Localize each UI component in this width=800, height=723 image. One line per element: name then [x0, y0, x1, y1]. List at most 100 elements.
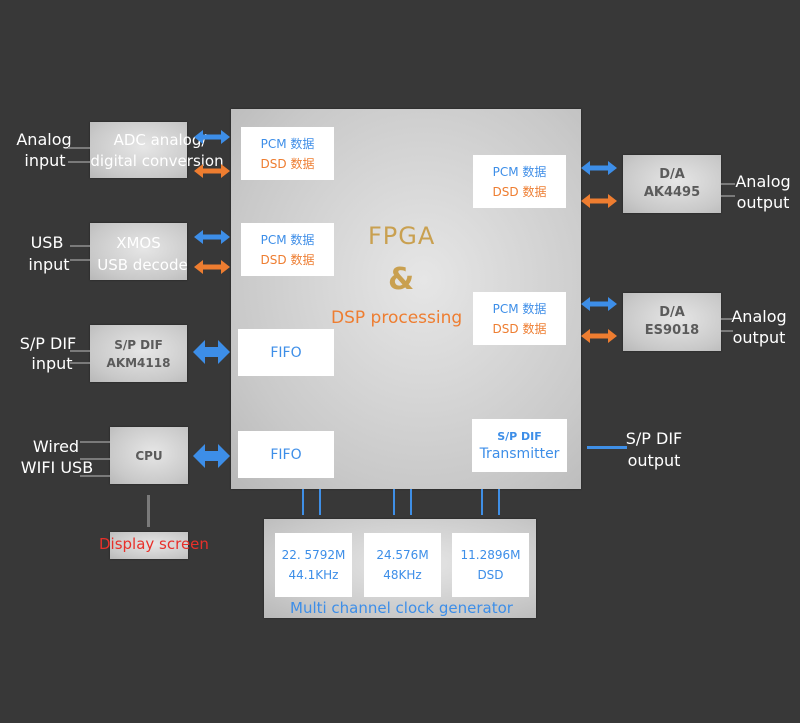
dsd-data-label: DSD 数据 — [492, 184, 547, 199]
spdif-akm4118-chip — [90, 325, 187, 382]
es9018-chip-text: D/A ES9018 — [623, 293, 721, 351]
connector-line — [721, 195, 735, 197]
analog-output-label-2: output — [736, 193, 790, 212]
fifo-label: FIFO — [270, 446, 302, 463]
cpu-chip-text: CPU — [110, 427, 188, 484]
dsd-bidirectional-arrow-icon — [581, 194, 617, 208]
connector-line — [70, 350, 90, 352]
clock-rate: 44.1KHz — [288, 568, 339, 582]
xmos-chip-line2: USB decode — [97, 256, 188, 274]
fifo-label: FIFO — [270, 344, 302, 361]
spdif-chip-text: S/P DIF AKM4118 — [90, 325, 187, 382]
connector-line — [80, 441, 110, 443]
es9018-chip-line1: D/A — [659, 305, 685, 320]
fpga-subtitle: DSP processing — [331, 308, 463, 328]
ak4495-chip-text: D/A AK4495 — [623, 155, 721, 213]
spdif-output-label-1: S/P DIF — [625, 429, 683, 448]
fpga-ampersand: & — [388, 262, 415, 297]
pcm-dsd-block-ak4495: PCM 数据 DSD 数据 — [473, 155, 566, 208]
display-screen-label: Display screen — [99, 535, 209, 553]
pcm-data-label: PCM 数据 — [492, 164, 547, 179]
adc-chip-line2: digital conversion — [90, 152, 224, 170]
display-screen-block — [110, 532, 188, 559]
clock-block-dsd: 11.2896M DSD — [452, 533, 529, 597]
clock-line — [481, 489, 483, 515]
clock-line — [410, 489, 412, 515]
clock-rate: DSD — [477, 568, 504, 582]
xmos-chip-line1: XMOS — [116, 234, 161, 252]
spdif-bidirectional-arrow-icon — [193, 340, 230, 364]
adc-chip — [90, 122, 187, 178]
analog-input-label-1: Analog — [16, 130, 72, 149]
wired-label: Wired — [32, 437, 80, 456]
clock-frequency: 22. 5792M — [281, 548, 346, 562]
clock-generator-title: Multi channel clock generator — [290, 599, 513, 617]
clock-line — [498, 489, 500, 515]
analog-input-label-2: input — [24, 151, 66, 170]
pcm-bidirectional-arrow-icon — [194, 230, 230, 244]
cpu-display-connector — [147, 495, 150, 527]
connector-line — [68, 147, 90, 149]
dsd-bidirectional-arrow-icon — [581, 329, 617, 343]
spdif-output-line — [587, 446, 627, 449]
clock-block-44k: 22. 5792M 44.1KHz — [275, 533, 352, 597]
analog-output-label-2: output — [732, 328, 786, 347]
connector-line — [70, 362, 90, 364]
xmos-chip — [90, 223, 187, 280]
connector-line — [721, 183, 735, 185]
es9018-chip — [623, 293, 721, 351]
clock-line — [302, 489, 304, 515]
pcm-data-label: PCM 数据 — [260, 232, 315, 247]
connector-line — [80, 475, 110, 477]
spdif-output-label-2: output — [627, 451, 681, 470]
spdif-transmitter-block: S/P DIF Transmitter — [472, 419, 567, 472]
analog-output-label-1: Analog — [735, 172, 791, 191]
pcm-data-label: PCM 数据 — [260, 136, 315, 151]
pcm-bidirectional-arrow-icon — [581, 161, 617, 175]
dsd-data-label: DSD 数据 — [260, 156, 315, 171]
wifi-usb-label: WIFI USB — [20, 458, 94, 477]
usb-input-label-1: USB — [30, 233, 64, 252]
pcm-dsd-block-adc: PCM 数据 DSD 数据 — [241, 127, 334, 180]
cpu-chip — [110, 427, 188, 484]
dsd-bidirectional-arrow-icon — [194, 164, 230, 178]
ak4495-chip-line1: D/A — [659, 167, 685, 182]
transmitter-line2: Transmitter — [479, 445, 560, 462]
connector-line — [721, 318, 733, 320]
clock-line — [393, 489, 395, 515]
cpu-bidirectional-arrow-icon — [193, 444, 230, 468]
ak4495-chip — [623, 155, 721, 213]
adc-chip-line1: ADC analog/ — [113, 131, 207, 149]
fifo-block-spdif: FIFO — [238, 329, 334, 376]
pcm-dsd-block-es9018: PCM 数据 DSD 数据 — [473, 292, 566, 345]
analog-output-label-1: Analog — [731, 307, 787, 326]
connector-line — [70, 245, 90, 247]
connector-line — [68, 161, 90, 163]
clock-block-48k: 24.576M 48KHz — [364, 533, 441, 597]
connector-line — [70, 259, 90, 261]
clock-rate: 48KHz — [383, 568, 422, 582]
pcm-dsd-block-usb: PCM 数据 DSD 数据 — [241, 223, 334, 276]
spdif-chip-line2: AKM4118 — [106, 355, 171, 370]
usb-input-label-2: input — [28, 255, 70, 274]
pcm-bidirectional-arrow-icon — [194, 130, 230, 144]
fifo-block-cpu: FIFO — [238, 431, 334, 478]
clock-frequency: 24.576M — [376, 548, 429, 562]
clock-line — [319, 489, 321, 515]
connector-line — [721, 330, 733, 332]
ak4495-chip-line2: AK4495 — [643, 185, 701, 200]
connector-line — [80, 458, 110, 460]
es9018-chip-line2: ES9018 — [644, 323, 700, 338]
dsd-data-label: DSD 数据 — [260, 252, 315, 267]
pcm-data-label: PCM 数据 — [492, 301, 547, 316]
cpu-chip-label: CPU — [135, 448, 163, 463]
spdif-chip-line1: S/P DIF — [114, 337, 163, 352]
dsd-data-label: DSD 数据 — [492, 321, 547, 336]
spdif-input-label-1: S/P DIF — [19, 334, 77, 353]
dsd-bidirectional-arrow-icon — [194, 260, 230, 274]
fpga-title: FPGA — [368, 222, 436, 250]
clock-frequency: 11.2896M — [460, 548, 521, 562]
transmitter-line1: S/P DIF — [497, 429, 542, 443]
spdif-input-label-2: input — [31, 354, 73, 373]
